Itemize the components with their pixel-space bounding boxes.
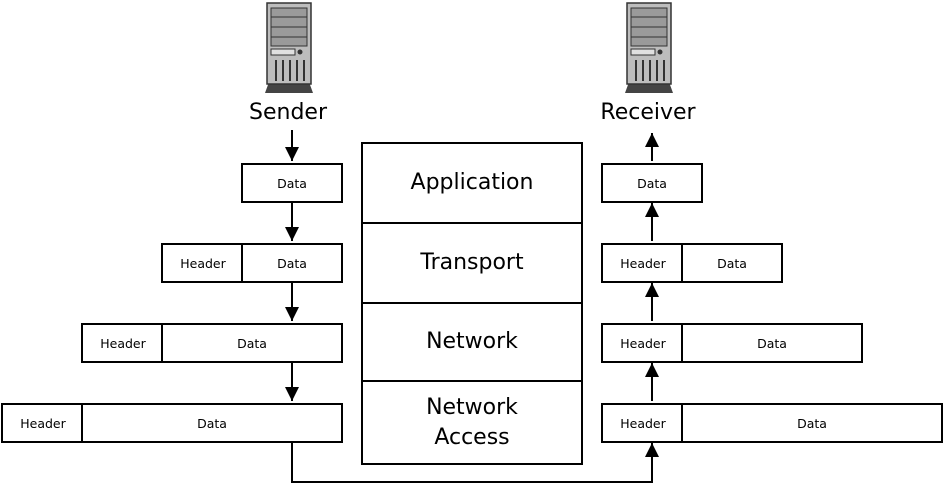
receiver-header-box-2: Header	[601, 243, 683, 283]
receiver-data-box-4: Data	[681, 403, 943, 443]
layer-network-access: Network Access	[426, 394, 518, 450]
sender-header-box-3: Header	[81, 323, 163, 363]
receiver-data-box-1: Data	[601, 163, 703, 203]
sender-label: Sender	[249, 100, 327, 125]
sender-server-icon	[265, 2, 313, 93]
sender-data-box-1: Data	[241, 163, 343, 203]
receiver-header-box-3: Header	[601, 323, 683, 363]
layer-application: Application	[363, 144, 581, 224]
layer-transport: Transport	[363, 224, 581, 304]
receiver-server-icon	[625, 2, 673, 93]
layer-network: Network	[363, 304, 581, 382]
sender-data-box-2: Data	[241, 243, 343, 283]
sender-header-box-4: Header	[1, 403, 83, 443]
receiver-label: Receiver	[600, 100, 696, 125]
receiver-data-box-3: Data	[681, 323, 863, 363]
sender-data-box-4: Data	[81, 403, 343, 443]
sender-header-box-2: Header	[161, 243, 243, 283]
receiver-data-box-2: Data	[681, 243, 783, 283]
receiver-header-box-4: Header	[601, 403, 683, 443]
sender-data-box-3: Data	[161, 323, 343, 363]
layer-stack: Application Transport Network Network Ac…	[361, 142, 583, 465]
